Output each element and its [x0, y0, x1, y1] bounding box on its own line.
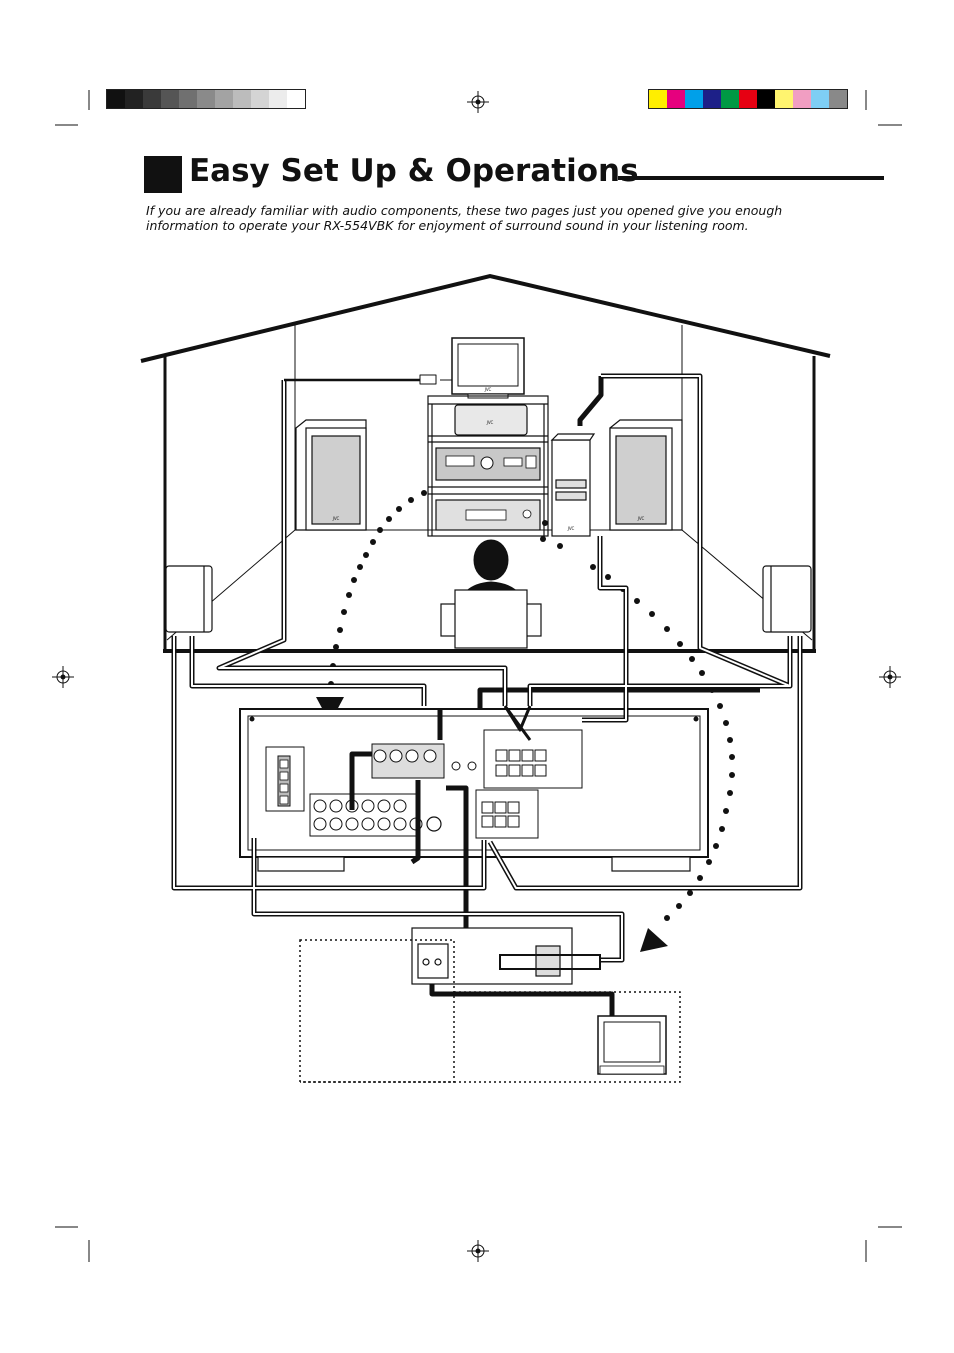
- rear-left-speaker: [165, 565, 213, 633]
- swatch: [757, 90, 775, 108]
- swatch: [233, 90, 251, 108]
- swatch: [829, 90, 847, 108]
- gray-calibration-bar: [106, 89, 306, 109]
- swatch: [703, 90, 721, 108]
- sub-logo: JVC: [567, 526, 575, 531]
- swatch: [143, 90, 161, 108]
- tv-top: JVC: [451, 337, 525, 399]
- registration-mark-bottom: [466, 1239, 490, 1263]
- swatch: [179, 90, 197, 108]
- receiver-front: [435, 447, 541, 481]
- section-marker: [144, 156, 182, 193]
- intro-line-2: information to operate your RX-554VBK fo…: [146, 218, 749, 233]
- swatch: [721, 90, 739, 108]
- swatch: [775, 90, 793, 108]
- rack-top-unit: JVC: [454, 404, 528, 436]
- swatch: [739, 90, 757, 108]
- color-calibration-bar: [648, 89, 848, 109]
- registration-mark-right: [878, 665, 902, 689]
- optional-connection-frame: [299, 939, 455, 1083]
- intro-line-1: If you are already familiar with audio c…: [146, 203, 783, 218]
- swatch: [793, 90, 811, 108]
- swatch: [125, 90, 143, 108]
- swatch: [107, 90, 125, 108]
- swatch: [667, 90, 685, 108]
- tv-logo: JVC: [484, 387, 492, 392]
- intro-text: If you are already familiar with audio c…: [146, 203, 836, 233]
- surround-sound-dots: [328, 490, 735, 921]
- rear-right-speaker: [762, 565, 812, 633]
- swatch: [161, 90, 179, 108]
- speaker-logo-right: JVC: [637, 516, 645, 521]
- tv-bottom: [597, 1015, 667, 1075]
- listener: [440, 539, 542, 649]
- front-left-speaker: JVC: [295, 419, 367, 531]
- rca-jacks: [313, 749, 437, 831]
- front-right-speaker: JVC: [609, 419, 683, 531]
- registration-mark-left: [51, 665, 75, 689]
- page-title: Easy Set Up & Operations: [189, 153, 639, 189]
- subwoofer-tower: JVC: [550, 433, 596, 537]
- swatch: [287, 90, 305, 108]
- speaker-logo: JVC: [332, 516, 340, 521]
- crop-marks: [55, 90, 902, 1262]
- swatch: [251, 90, 269, 108]
- swatch: [197, 90, 215, 108]
- arrow-down-right: [640, 928, 668, 952]
- swatch: [215, 90, 233, 108]
- unit-logo: JVC: [486, 420, 494, 425]
- registration-mark-top: [466, 90, 490, 114]
- receiver-rear-panel: [239, 708, 709, 872]
- vcr-front: [435, 499, 541, 531]
- title-rule: [618, 176, 884, 180]
- swatch: [269, 90, 287, 108]
- speaker-cables: [171, 373, 803, 1016]
- vcr-rear-panel: [411, 927, 601, 985]
- optional-connection-frame-2: [300, 991, 681, 1083]
- component-rack: [427, 395, 549, 537]
- swatch: [649, 90, 667, 108]
- swatch: [685, 90, 703, 108]
- speaker-terminals: [481, 749, 547, 828]
- swatch: [811, 90, 829, 108]
